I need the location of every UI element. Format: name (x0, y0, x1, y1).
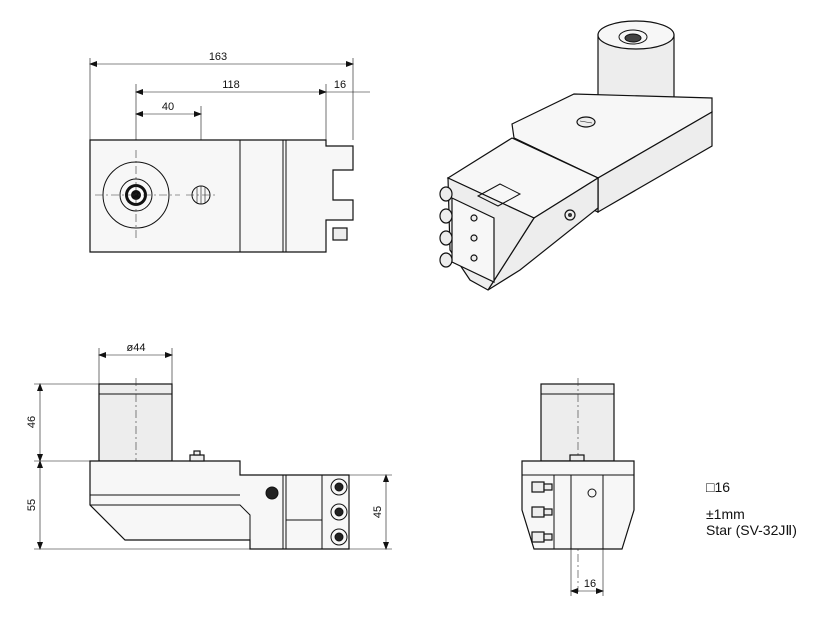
dim-shank-height: 46 (26, 416, 38, 428)
spec-tolerance: ±1mm (706, 506, 745, 522)
top-view: 163 118 40 16 (89, 51, 370, 253)
dim-body-height: 55 (26, 499, 38, 511)
dim-side-width: 16 (584, 578, 596, 590)
spec-machine: Star (SV-32JⅡ) (706, 522, 797, 538)
dim-slot: 16 (334, 79, 346, 91)
dim-block-height: 45 (372, 506, 384, 518)
dim-overall: 163 (209, 51, 227, 63)
dim-diameter: ø44 (127, 342, 146, 354)
isometric-view (439, 20, 713, 291)
spec-shank-size: □16 (706, 479, 731, 495)
front-view: ø44 46 55 45 (26, 342, 392, 550)
dim-hole: 40 (162, 101, 174, 113)
dim-center: 118 (222, 79, 240, 91)
side-view: 16 (521, 378, 635, 596)
